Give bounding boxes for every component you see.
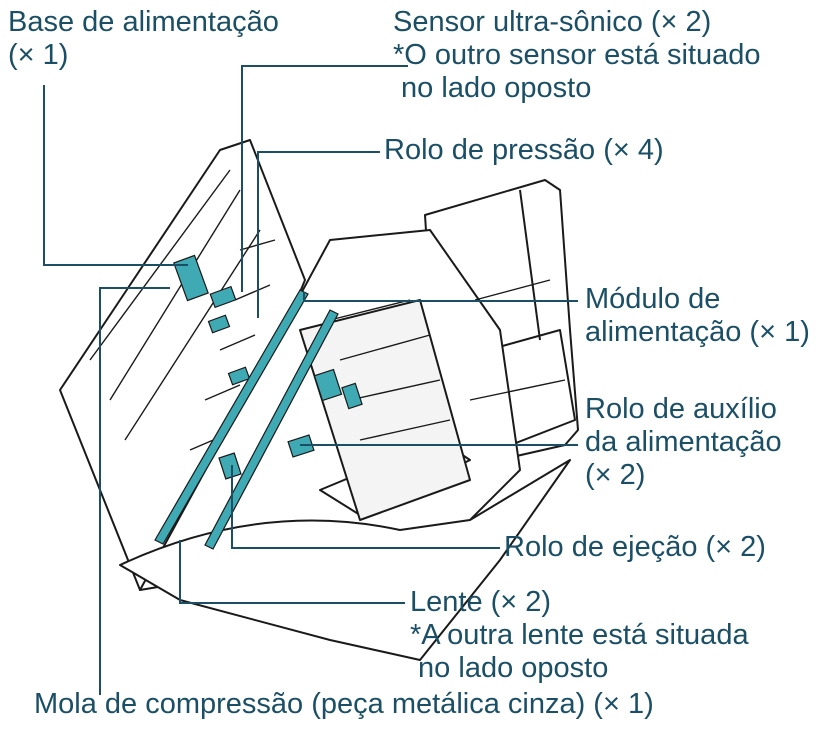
label-sensor-line3: no lado oposto [393,72,592,104]
ultrasonic-sensor-part [209,285,237,309]
label-mola: Mola de compressão (peça metálica cinza)… [34,688,654,721]
leader-sensor [241,65,408,292]
label-modulo-line2: alimentação (× 1) [585,316,810,348]
label-lente-line1: Lente (× 2) [410,586,552,618]
label-sensor-line1: Sensor ultra-sônico (× 2) [393,6,712,38]
feed-base-part [173,254,209,302]
label-rolo-auxilio-line1: Rolo de auxílio [585,393,777,425]
eject-roller-part [218,452,242,480]
leader-mola [99,287,170,695]
lens-strip-2 [204,309,339,550]
label-rolo-ejecao-line1: Rolo de ejeção (× 2) [504,531,766,563]
label-rolo-pressao: Rolo de pressão (× 4) [384,134,664,167]
label-base-alimentacao-line2: (× 1) [8,39,69,71]
label-rolo-auxilio: Rolo de auxílio da alimentação (× 2) [585,393,782,492]
label-sensor: Sensor ultra-sônico (× 2) *O outro senso… [393,6,761,105]
leader-rolo-pressao [257,151,380,318]
lens-strip-1 [154,289,309,545]
front-stacker [119,459,571,661]
leader-rolo-ejecao [231,465,500,549]
label-base-alimentacao-line1: Base de alimentação [8,6,279,38]
label-sensor-line2: *O outro sensor está situado [393,39,761,71]
leader-lente [179,540,405,604]
label-mola-line1: Mola de compressão (peça metálica cinza)… [34,688,654,720]
pick-roller-part [313,368,343,402]
label-rolo-auxilio-line3: (× 2) [585,459,646,491]
pressure-roller-2 [227,366,251,386]
leader-modulo [303,292,578,302]
label-lente-line2: *A outra lente está situada [410,619,749,651]
label-rolo-ejecao: Rolo de ejeção (× 2) [504,531,766,564]
label-modulo: Módulo de alimentação (× 1) [585,283,810,349]
leader-base-alimentacao [43,85,188,266]
label-rolo-pressao-line1: Rolo de pressão (× 4) [384,134,664,166]
label-modulo-line1: Módulo de [585,283,721,315]
pick-roller-part-2 [341,382,363,410]
label-rolo-auxilio-line2: da alimentação [585,426,782,458]
label-lente-line3: no lado oposto [410,652,609,684]
label-base-alimentacao: Base de alimentação (× 1) [8,6,279,72]
chute-extension [519,189,541,341]
feed-plate [299,299,471,521]
pressure-roller-1 [207,314,231,334]
label-lente: Lente (× 2) *A outra lente está situada … [410,586,749,685]
